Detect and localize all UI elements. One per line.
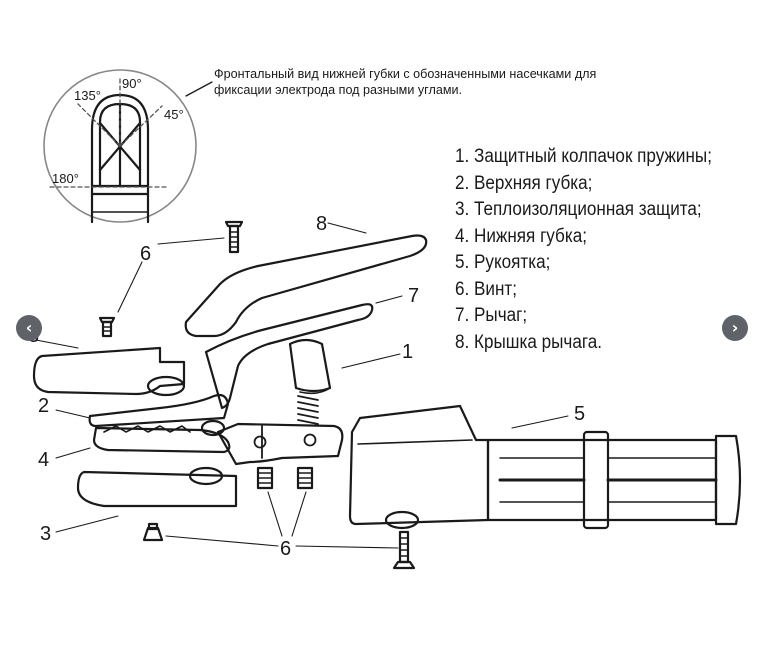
parts-legend: 1. Защитный колпачок пружины; 2. Верхняя…	[455, 144, 741, 356]
jaw-front-view-inset	[43, 69, 197, 224]
legend-item-7: 7. Рычаг;	[455, 305, 528, 326]
legend-item-6: 6. Винт;	[455, 278, 518, 300]
legend-item-1: 1. Защитный колпачок пружины;	[455, 146, 712, 167]
handle-part	[348, 404, 742, 530]
prev-image-button[interactable]: ‹	[16, 315, 42, 341]
callout-6-top: 6	[140, 243, 151, 265]
jaw-body-part	[216, 422, 344, 466]
inset-caption: Фронтальный вид нижней губки с обозначен…	[214, 67, 597, 97]
callout-4: 4	[38, 449, 49, 471]
lower-insulation-part	[76, 470, 238, 508]
screw-left	[98, 316, 116, 338]
screw-top	[224, 220, 244, 254]
lever-part	[204, 303, 374, 410]
lever-cover-part	[184, 234, 428, 338]
screw-bottom-right	[392, 530, 416, 570]
callout-2: 2	[38, 395, 49, 417]
angle-90-label: 90°	[122, 76, 142, 91]
callout-1: 1	[402, 341, 413, 363]
legend-item-3: 3. Теплоизоляционная защита;	[455, 199, 702, 220]
legend-item-5: 5. Рукоятка;	[455, 252, 551, 273]
lower-jaw-part	[92, 426, 231, 454]
callout-7: 7	[408, 285, 419, 307]
spring-part	[297, 395, 319, 425]
leader-lines	[35, 222, 569, 549]
screw-pair	[256, 466, 314, 490]
callout-3: 3	[40, 523, 51, 545]
legend-item-4: 4. Нижняя губка;	[455, 225, 587, 247]
spring-cap-part	[288, 338, 332, 395]
angle-labels: 90° 135° 45° 180°	[52, 76, 184, 186]
callout-8: 8	[316, 213, 327, 235]
legend-item-8: 8. Крышка рычага.	[455, 331, 602, 353]
upper-insulation-part	[32, 346, 186, 396]
next-image-button[interactable]: ›	[722, 315, 748, 341]
callout-6-bottom: 6	[280, 538, 291, 560]
angle-180-label: 180°	[52, 171, 79, 186]
angle-45-label: 45°	[164, 107, 184, 122]
angle-135-label: 135°	[74, 88, 101, 103]
upper-jaw-part	[88, 393, 230, 428]
callout-5: 5	[574, 403, 585, 425]
screw-bottom-left	[142, 522, 164, 542]
chevron-left-icon: ‹	[25, 318, 33, 337]
chevron-right-icon: ›	[731, 318, 739, 337]
caption-leader	[185, 81, 213, 97]
legend-item-2: 2. Верхняя губка;	[455, 172, 593, 194]
